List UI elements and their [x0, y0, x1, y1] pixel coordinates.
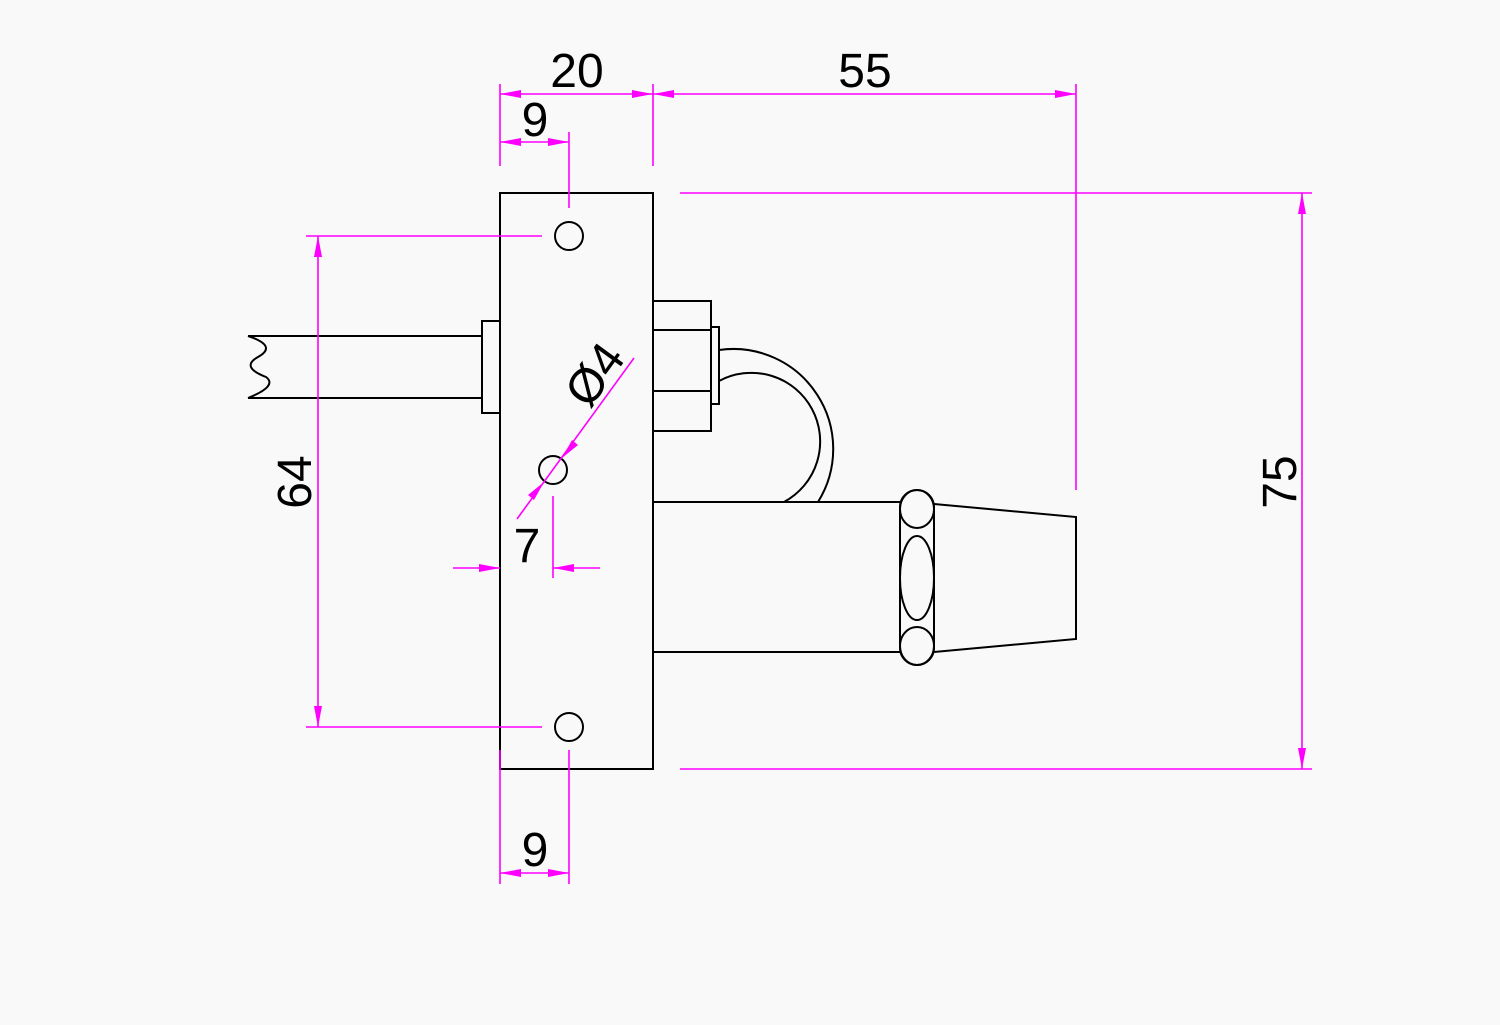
bent-tube-outer [718, 348, 835, 503]
dim-label-55: 55 [838, 45, 891, 98]
dimension-arrows [314, 90, 1306, 877]
dim-9-bottom-arrow-right [548, 869, 569, 877]
dim-55-arrow-left [653, 90, 674, 98]
dim-7-arrow-left [479, 564, 500, 572]
dim-55-arrow-right [1055, 90, 1076, 98]
dim-75-arrow-top [1298, 193, 1306, 214]
left-pipe-collar [481, 320, 501, 414]
mounting-plate [499, 192, 654, 770]
dim-20-arrow-right [632, 90, 653, 98]
dim-label-9-top: 9 [522, 94, 549, 147]
nozzle-hex-nut-face-top [899, 489, 935, 529]
dim-64-arrow-top [314, 236, 322, 257]
dim-20-arrow-left [500, 90, 521, 98]
mounting-hole-bottom [554, 712, 584, 742]
mounting-hole-top [554, 221, 584, 251]
part-geometry [247, 192, 1077, 770]
left-pipe [247, 335, 482, 399]
nozzle-hex-nut-face-middle [899, 535, 935, 621]
mounting-hole-center [538, 455, 568, 485]
dim-label-75: 75 [1254, 455, 1307, 508]
dim-75-arrow-bottom [1298, 748, 1306, 769]
bent-tube-inner [718, 371, 822, 503]
dim-9-top-arrow-right [548, 138, 569, 146]
dim-label-20: 20 [550, 45, 603, 98]
dim-9-bottom-arrow-left [500, 869, 521, 877]
dim-64-arrow-bottom [314, 706, 322, 727]
dim-7-arrow-right [553, 564, 574, 572]
nozzle-tip [933, 503, 1077, 653]
dimension-lines [306, 84, 1312, 884]
dim-9-top-arrow-left [500, 138, 521, 146]
dim-label-7: 7 [514, 520, 541, 573]
dim-diameter-arrow-lower [528, 482, 544, 500]
dim-label-9-bottom: 9 [522, 824, 549, 877]
dim-label-64: 64 [269, 455, 322, 508]
fitting-washer [710, 326, 720, 405]
nozzle-hex-nut-face-bottom [899, 626, 935, 666]
dim-diameter-arrow-upper [562, 440, 578, 458]
